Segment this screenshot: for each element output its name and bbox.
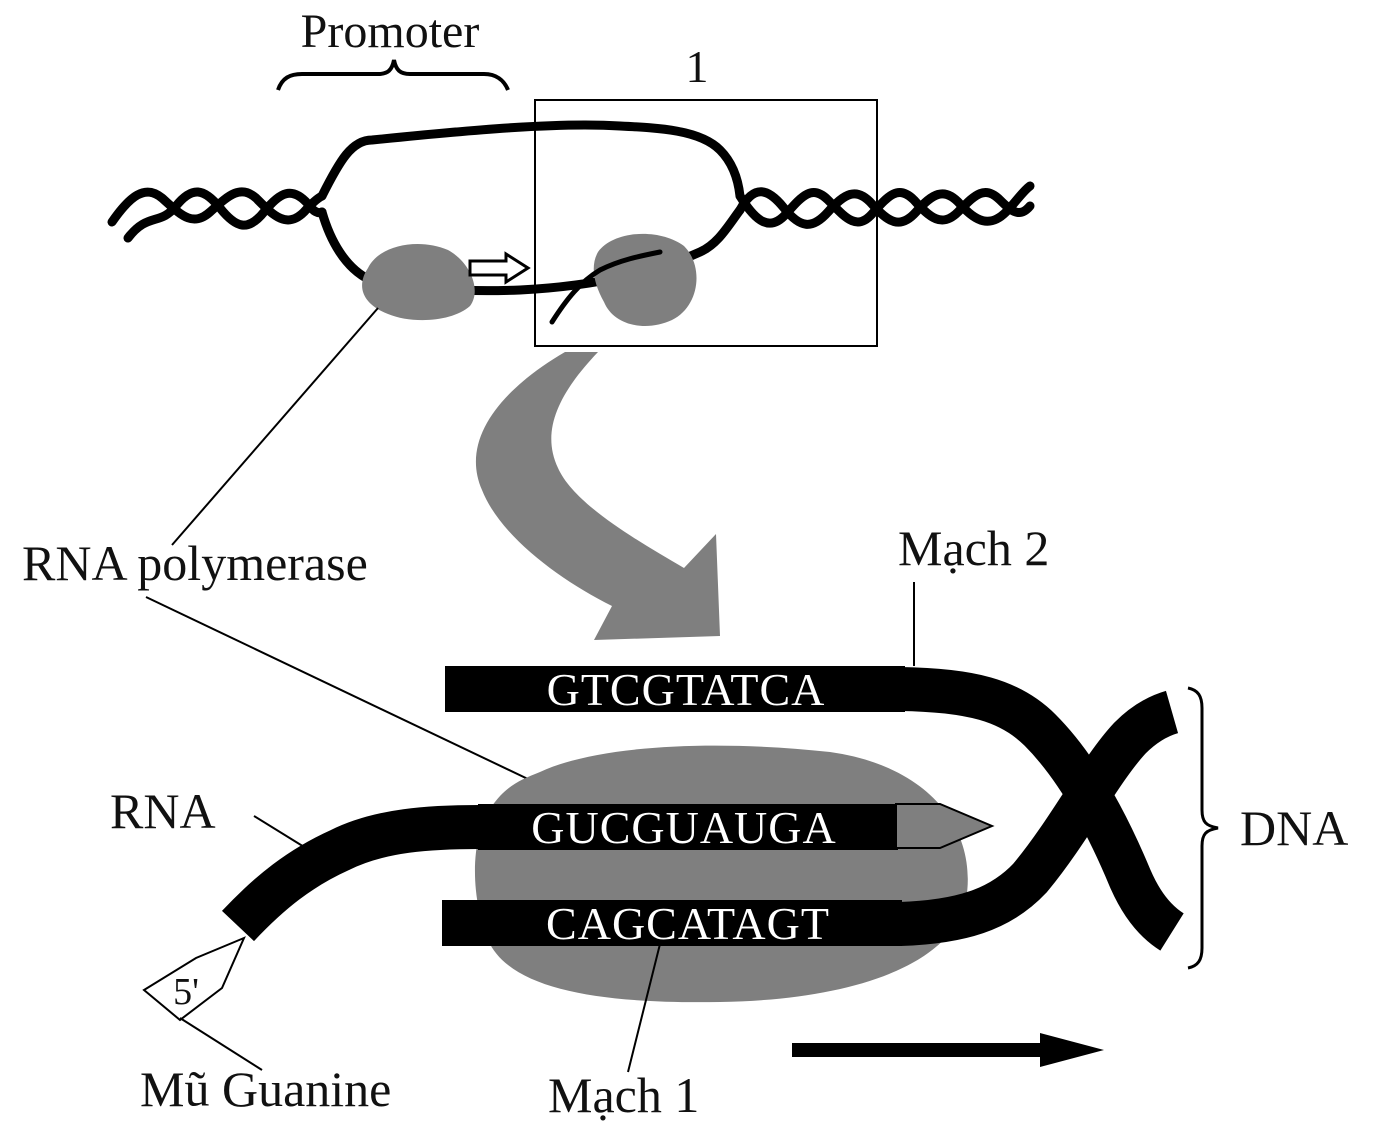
strand-1-sequence: CAGCATAGT xyxy=(546,898,830,949)
mach-1-leader xyxy=(627,943,661,1073)
top-dna-helix xyxy=(107,120,1035,296)
helix-right-strand-b xyxy=(735,181,1035,229)
rna-label: RNA xyxy=(110,783,216,839)
rna-sequence: GUCGUAUGA xyxy=(531,802,836,853)
rna-strand-bar xyxy=(478,804,898,850)
five-prime-label: 5' xyxy=(173,971,199,1013)
dna-label: DNA xyxy=(1240,800,1348,856)
zoom-box xyxy=(534,99,878,347)
zoom-curved-arrow xyxy=(475,352,720,640)
mu-guanine-leader xyxy=(179,1017,263,1071)
helix-left-strand-a xyxy=(107,187,327,227)
mach-1-label: Mạch 1 xyxy=(548,1067,699,1123)
promoter-brace xyxy=(276,59,510,91)
rna-polymerase-blob-right xyxy=(593,233,697,326)
rna-polymerase-blob-left xyxy=(362,244,475,321)
strand-2-sequence: GTCGTATCA xyxy=(547,664,826,715)
transcription-direction-arrow xyxy=(792,1033,1104,1067)
rna-polymerase-label: RNA polymerase xyxy=(22,535,368,591)
promoter-label: Promoter xyxy=(301,5,480,58)
rna-polymerase-leader-bottom xyxy=(145,596,531,781)
mu-guanine-label: Mũ Guanine xyxy=(140,1061,391,1117)
mach-2-label: Mạch 2 xyxy=(898,520,1049,576)
rna-strand-arrowhead xyxy=(895,803,995,849)
strand-1-bar xyxy=(442,900,902,946)
zoom-box-number: 1 xyxy=(686,41,709,92)
bubble-lower-strand xyxy=(317,205,745,296)
rna-leader xyxy=(253,815,323,859)
rna-polymerase-leader-top xyxy=(171,307,379,546)
rna-polymerase-large-blob xyxy=(474,745,968,1003)
rna-strand-tail xyxy=(221,805,481,942)
transcription-direction-small-arrow xyxy=(468,251,531,285)
bubble-upper-strand xyxy=(317,120,745,201)
strand-2-bar xyxy=(445,666,905,712)
guanine-cap-shape xyxy=(142,936,246,1022)
nascent-rna-strand xyxy=(549,249,663,325)
helix-left-strand-b xyxy=(123,187,327,243)
strand-1-tail xyxy=(899,690,1179,946)
dna-brace xyxy=(1187,686,1219,970)
